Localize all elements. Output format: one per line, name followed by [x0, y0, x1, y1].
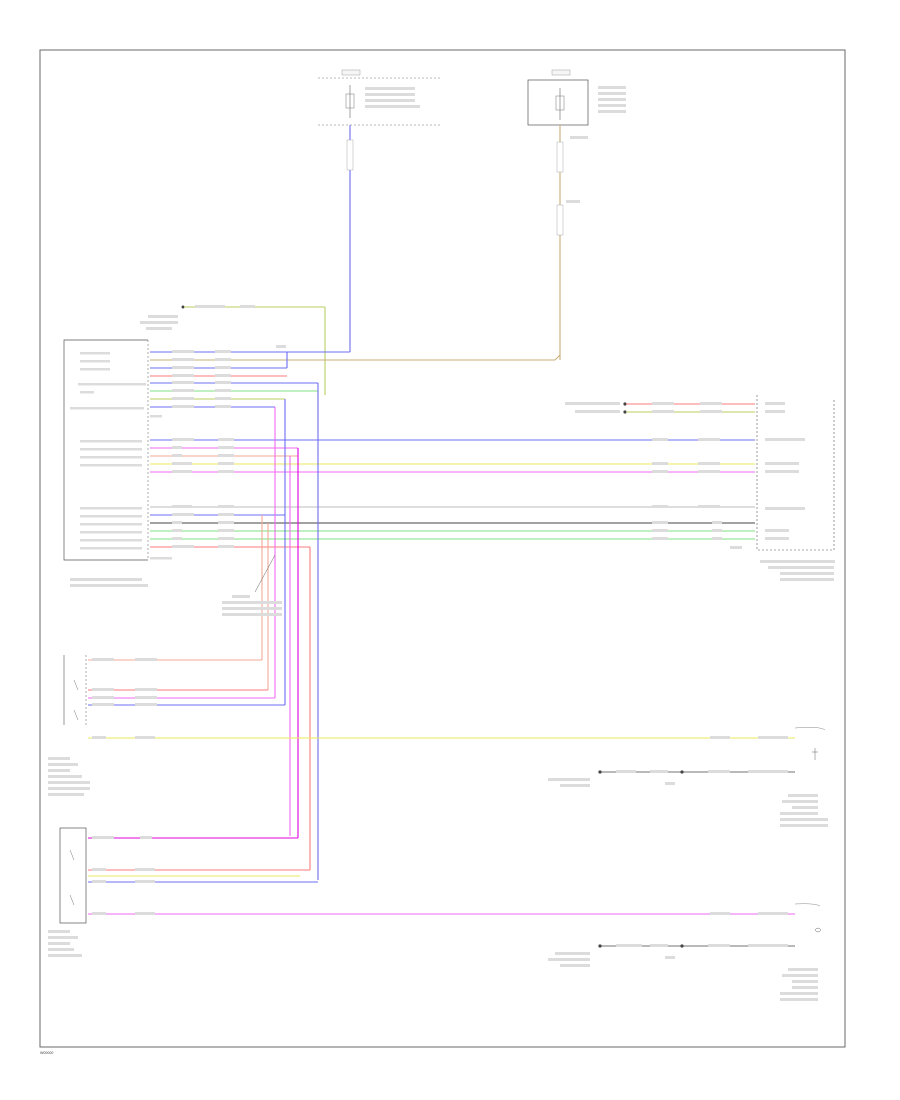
footer-code: W00000 — [40, 1051, 53, 1055]
module-wires-upper — [150, 345, 561, 408]
left-seat-element-lower — [48, 827, 795, 957]
ground-top — [140, 305, 326, 395]
right-module-inputs — [565, 402, 755, 414]
right-connector-upper — [548, 727, 828, 827]
vertical-drops — [222, 383, 319, 880]
module-wires-middle — [150, 438, 755, 548]
fuse-box-2 — [527, 69, 626, 203]
fuse-box-1 — [318, 69, 440, 126]
heated-seat-module — [63, 339, 172, 587]
right-seat-module — [730, 395, 835, 581]
diagram-frame — [39, 49, 846, 1048]
right-seat-element-upper — [48, 655, 795, 796]
right-connector-lower — [548, 903, 822, 1001]
top-feed-wires — [346, 125, 564, 360]
